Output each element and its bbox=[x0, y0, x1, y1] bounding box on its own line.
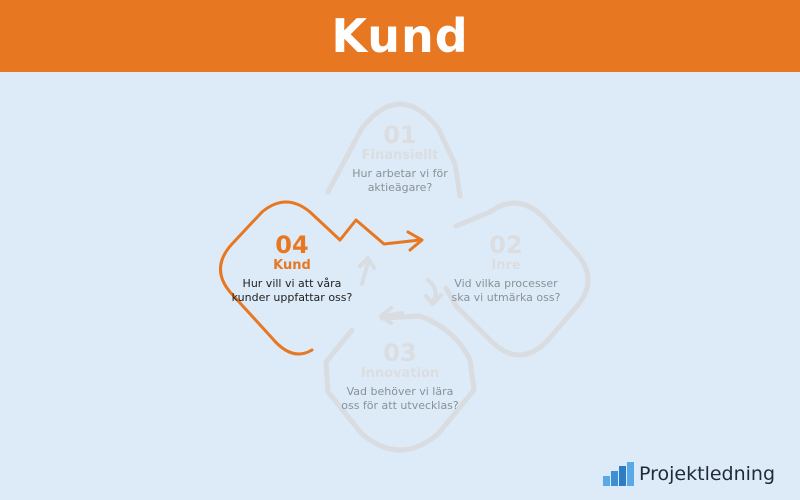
arrow-head-04-to-01 bbox=[358, 256, 376, 270]
step-label: Kund bbox=[273, 258, 311, 273]
step-01: 01 Finansiellt Hur arbetar vi för aktieä… bbox=[330, 122, 470, 195]
bar-chart-icon bbox=[603, 462, 634, 486]
step-03-shape bbox=[323, 313, 477, 453]
arrow-03-to-04-icon bbox=[382, 311, 404, 318]
description-line: ska vi utmärka oss? bbox=[451, 291, 561, 304]
step-label: Finansiellt bbox=[361, 148, 439, 163]
step-04-shape bbox=[219, 200, 422, 356]
header-banner: Kund bbox=[0, 0, 800, 72]
description-line: Hur vill vi att våra bbox=[242, 277, 342, 290]
step-description: Vad behöver vi lära oss för att utveckla… bbox=[330, 385, 470, 413]
arrow-head-02-to-03 bbox=[424, 293, 443, 306]
step-02-shape bbox=[443, 200, 591, 358]
step-description: Hur arbetar vi för aktieägare? bbox=[330, 167, 470, 195]
arrow-04-to-01-icon bbox=[360, 260, 370, 286]
step-number: 04 bbox=[275, 231, 309, 259]
step-description: Vid vilka processer ska vi utmärka oss? bbox=[436, 277, 576, 305]
active-arrow-head-icon bbox=[406, 230, 424, 252]
brand-logo: Projektledning bbox=[602, 460, 775, 488]
step-description: Hur vill vi att våra kunder uppfattar os… bbox=[222, 277, 362, 305]
page-title: Kund bbox=[331, 9, 469, 63]
step-label: Inre bbox=[491, 258, 521, 273]
step-02: 02 Inre Vid vilka processer ska vi utmär… bbox=[436, 232, 576, 305]
step-number: 01 bbox=[383, 121, 417, 149]
description-line: Vad behöver vi lära bbox=[346, 385, 454, 398]
description-line: Vid vilka processer bbox=[454, 277, 558, 290]
step-label: Innovation bbox=[360, 366, 440, 381]
logo-text: Projektledning bbox=[639, 463, 776, 485]
step-01-shape bbox=[325, 101, 463, 199]
description-line: aktieägare? bbox=[367, 181, 433, 194]
description-line: kunder uppfattar oss? bbox=[231, 291, 353, 304]
arrow-head-03-to-04 bbox=[379, 306, 393, 325]
description-line: Hur arbetar vi för bbox=[352, 167, 448, 180]
description-line: oss för att utvecklas? bbox=[341, 399, 459, 412]
step-number: 03 bbox=[383, 339, 417, 367]
step-04: 04 Kund Hur vill vi att våra kunder uppf… bbox=[222, 232, 362, 305]
step-03: 03 Innovation Vad behöver vi lära oss fö… bbox=[330, 340, 470, 413]
step-number: 02 bbox=[489, 231, 523, 259]
